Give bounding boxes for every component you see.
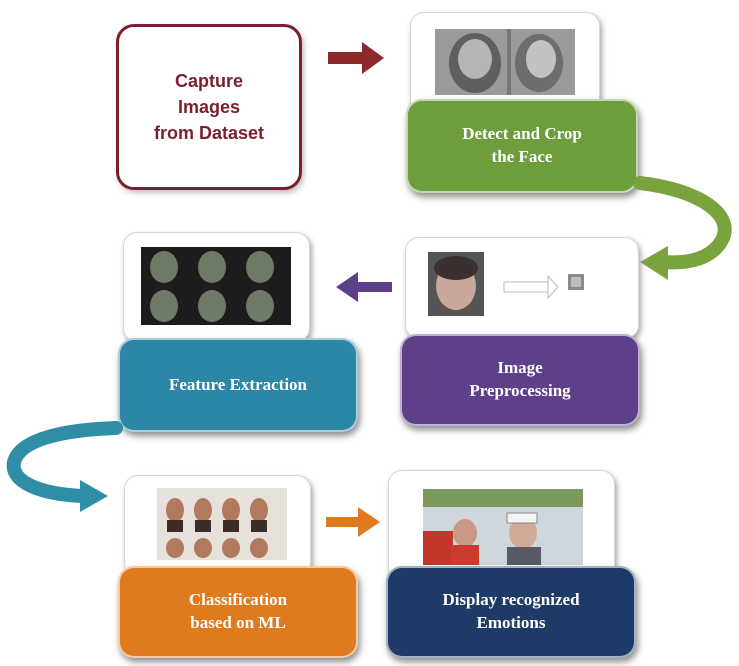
step-display-emotions: Display recognized Emotions (386, 566, 636, 658)
arrowhead-icon (80, 480, 108, 512)
preprocessing-image-card (405, 237, 639, 339)
step-classification-ml: Classification based on ML (118, 566, 358, 658)
arrow-right-icon (328, 42, 384, 74)
arrow-left-icon (336, 272, 392, 302)
preprocessing-image (428, 252, 584, 316)
curved-arrow-icon (6, 421, 123, 503)
face-detection-image (435, 29, 575, 95)
feature-extraction-image-card (123, 232, 310, 342)
step-feature-extraction: Feature Extraction (118, 338, 358, 432)
arrowhead-icon (640, 246, 668, 280)
display-emotions-image (423, 489, 583, 565)
display-emotions-image-card (388, 470, 615, 584)
classification-image (157, 488, 287, 560)
step-capture-images: Capture Images from Dataset (116, 24, 302, 190)
step-detect-crop-face: Detect and Crop the Face (406, 99, 638, 193)
arrow-right-icon (326, 507, 380, 537)
step-image-preprocessing: Image Preprocessing (400, 334, 640, 426)
classification-image-card (124, 475, 311, 577)
curved-arrow-icon (633, 176, 732, 270)
feature-extraction-image (141, 247, 291, 325)
